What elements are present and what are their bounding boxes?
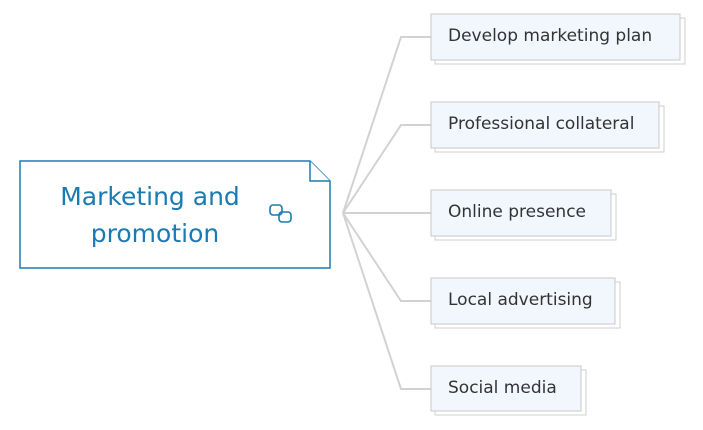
child-topic[interactable]: Social media [430, 365, 587, 416]
link-icon[interactable] [269, 204, 292, 223]
connector-professional-collateral [342, 124, 431, 214]
root-topic-fold [309, 161, 330, 182]
child-label: Local advertising [448, 290, 593, 310]
child-topic[interactable]: Online presence [430, 189, 617, 241]
child-label: Professional collateral [448, 114, 634, 134]
child-topic[interactable]: Professional collateral [430, 101, 665, 153]
child-label: Online presence [448, 202, 586, 222]
connectors [342, 36, 431, 390]
child-box[interactable] [430, 101, 660, 149]
child-label: Social media [448, 378, 557, 398]
child-box[interactable] [430, 365, 582, 412]
root-topic[interactable]: Marketing and promotion [19, 160, 331, 269]
connector-develop-marketing-plan [342, 36, 431, 214]
child-box[interactable] [430, 189, 612, 237]
root-topic-label-line2: promotion [91, 219, 219, 248]
child-label: Develop marketing plan [448, 26, 652, 46]
connector-social-media [342, 212, 431, 390]
child-topic[interactable]: Develop marketing plan [430, 13, 686, 65]
connector-local-advertising [342, 212, 431, 302]
child-topic[interactable]: Local advertising [430, 277, 621, 329]
child-box[interactable] [430, 13, 681, 61]
root-topic-box[interactable] [19, 160, 331, 269]
child-box[interactable] [430, 277, 616, 325]
root-topic-label-line1: Marketing and [60, 182, 240, 211]
